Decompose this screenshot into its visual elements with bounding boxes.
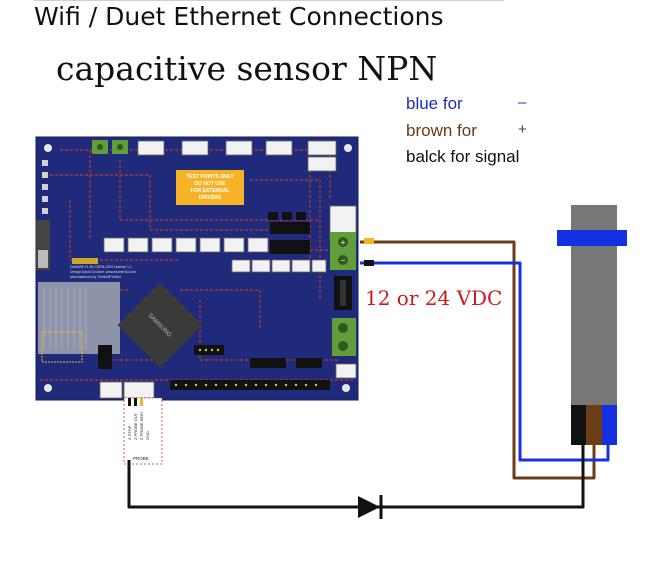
test-points-line-1: TEST POINTS ONLY [186,174,234,180]
capacitive-sensor [557,205,627,445]
pin-gnd: GND [145,431,150,440]
board-info-2: Design David Crocker, www.escher3d.com [70,270,136,274]
diode-icon [358,495,383,519]
legend-minus-symbol: – [518,94,527,111]
wires [127,240,610,509]
test-points-line-2: DO NOT USE [194,181,226,187]
wire-blue [360,261,610,462]
header-divider [34,0,504,1]
page-header: Wifi / Duet Ethernet Connections [34,2,444,31]
pin-z-probe-out: Z PROBE OUT [133,412,138,440]
legend-black: balck for signal [406,147,520,166]
wire-brown [360,240,596,480]
board-info-1: DuetWifi V1.0b CERN-OSH License 1.1 [70,265,132,269]
voltage-label: 12 or 24 VDC [365,286,503,310]
probe-pin-labels: Z STOP Z PROBE OUT Z PROBE MOD GND PROBE [123,397,163,465]
duet-board: TEST POINTS ONLY DO NOT USE FOR EXTERNAL… [35,136,359,401]
pin-z-stop: Z STOP [127,425,132,440]
wire-black [127,445,585,509]
legend-blue: blue for [406,94,463,113]
pin-probe: PROBE [133,456,149,461]
test-points-line-4: DRIVERS [199,195,222,201]
board-info-3: Manufactured by Think3dPrint3d [70,275,121,279]
pin-z-probe-mod: Z PROBE MOD [139,412,144,440]
diagram-title: capacitive sensor NPN [56,49,438,88]
svg-text:−: − [341,256,346,265]
brown-wire-ferrule [364,238,374,244]
legend-brown: brown for [406,121,477,140]
blue-wire-ferrule [364,260,374,266]
test-points-line-3: FOR EXTERNAL [191,188,230,194]
legend-plus-symbol: + [518,121,527,138]
svg-text:+: + [341,238,346,247]
